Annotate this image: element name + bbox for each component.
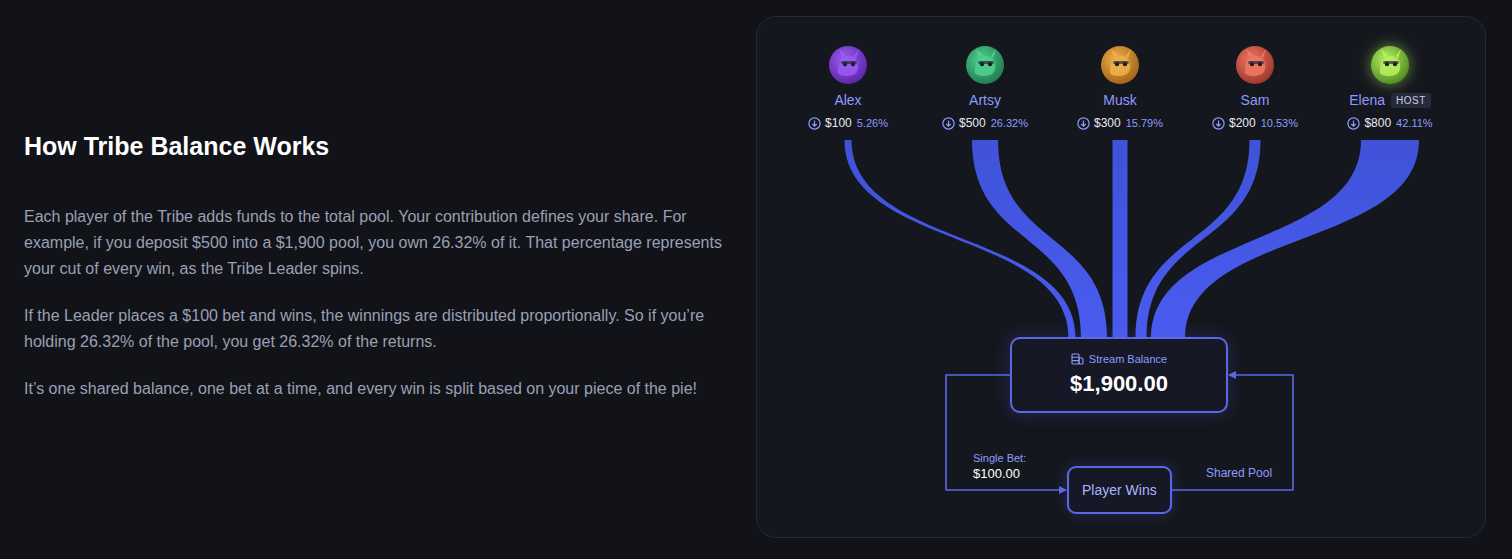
balance-label: Stream Balance bbox=[1089, 353, 1167, 365]
edge-label: Shared Pool bbox=[1206, 465, 1272, 481]
player-avatar bbox=[828, 45, 868, 85]
player-avatar bbox=[965, 45, 1005, 85]
flow-band bbox=[972, 140, 1107, 338]
share-percent: 26.32% bbox=[991, 117, 1028, 129]
deposit-icon bbox=[1212, 117, 1225, 130]
deposit-row: $100 5.26% bbox=[808, 116, 888, 130]
player-node: Sam $200 10.53% bbox=[1185, 45, 1325, 130]
balance-icon bbox=[1071, 353, 1084, 365]
name-row: Musk bbox=[1103, 92, 1136, 108]
box-label: Player Wins bbox=[1082, 482, 1157, 498]
balance-head: Stream Balance bbox=[1071, 353, 1167, 365]
flow-band bbox=[1113, 140, 1128, 338]
player-node: Elena HOST$800 42.11% bbox=[1320, 45, 1460, 130]
deposit-icon bbox=[1347, 117, 1360, 130]
player-node: Artsy $500 26.32% bbox=[915, 45, 1055, 130]
name-row: Artsy bbox=[969, 92, 1001, 108]
name-row: Alex bbox=[834, 92, 861, 108]
player-name: Sam bbox=[1241, 92, 1270, 108]
balance-value: $1,900.00 bbox=[1070, 371, 1168, 397]
deposit-row: $800 42.11% bbox=[1347, 116, 1432, 130]
body-paragraph: It’s one shared balance, one bet at a ti… bbox=[24, 376, 736, 402]
player-name: Artsy bbox=[969, 92, 1001, 108]
share-percent: 15.79% bbox=[1126, 117, 1163, 129]
deposit-icon bbox=[1077, 117, 1090, 130]
share-percent: 10.53% bbox=[1261, 117, 1298, 129]
deposit-icon bbox=[808, 117, 821, 130]
player-avatar bbox=[1100, 45, 1140, 85]
player-name: Musk bbox=[1103, 92, 1136, 108]
body-paragraph: If the Leader places a $100 bet and wins… bbox=[24, 303, 736, 355]
deposit-amount: $300 bbox=[1094, 116, 1121, 130]
deposit-row: $500 26.32% bbox=[942, 116, 1028, 130]
deposit-amount: $200 bbox=[1229, 116, 1256, 130]
deposit-amount: $100 bbox=[825, 116, 852, 130]
deposit-row: $300 15.79% bbox=[1077, 116, 1163, 130]
player-node: Alex $100 5.26% bbox=[778, 45, 918, 130]
body-paragraph: Each player of the Tribe adds funds to t… bbox=[24, 204, 736, 282]
share-percent: 42.11% bbox=[1396, 117, 1433, 129]
process-box: Player Wins bbox=[1067, 466, 1172, 514]
flow-band bbox=[1151, 140, 1419, 338]
player-node: Musk $300 15.79% bbox=[1050, 45, 1190, 130]
player-avatar bbox=[1370, 45, 1410, 85]
edge-label: Single Bet: $100.00 bbox=[973, 450, 1037, 482]
player-avatar bbox=[1235, 45, 1275, 85]
balance-box: Stream Balance $1,900.00 bbox=[1010, 337, 1228, 413]
name-row: Elena HOST bbox=[1349, 92, 1431, 108]
flow-band bbox=[1136, 140, 1261, 338]
deposit-amount: $500 bbox=[959, 116, 986, 130]
deposit-amount: $800 bbox=[1364, 116, 1391, 130]
deposit-row: $200 10.53% bbox=[1212, 116, 1298, 130]
heading: How Tribe Balance Works bbox=[24, 132, 329, 161]
player-name: Alex bbox=[834, 92, 861, 108]
player-name: Elena bbox=[1349, 92, 1385, 108]
host-badge: HOST bbox=[1391, 93, 1431, 108]
deposit-icon bbox=[942, 117, 955, 130]
name-row: Sam bbox=[1241, 92, 1270, 108]
share-percent: 5.26% bbox=[857, 117, 888, 129]
